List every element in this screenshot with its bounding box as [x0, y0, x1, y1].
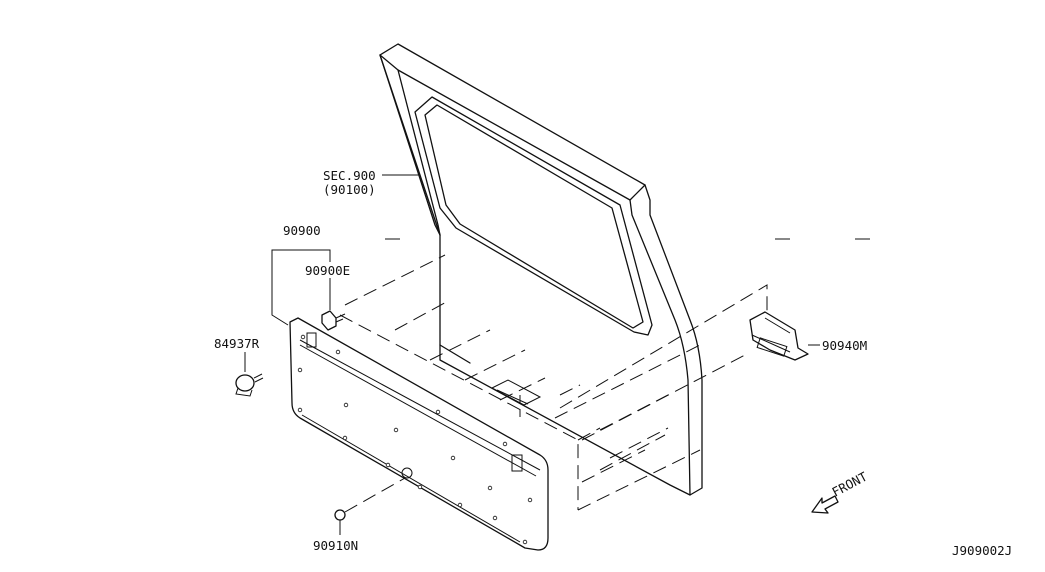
label-90940m: 90940M — [822, 338, 867, 353]
leader-lines — [244, 174, 820, 535]
plug-90910n — [334, 509, 346, 521]
plug-dash-link — [344, 477, 406, 513]
phantom-trim-outline — [339, 254, 768, 511]
fastener-84937r — [235, 373, 264, 397]
label-90900: 90900 — [283, 223, 321, 238]
front-arrow-icon — [811, 495, 839, 514]
label-sec900-line1: SEC.900 — [323, 168, 376, 183]
label-84937r: 84937R — [214, 336, 260, 351]
label-90900e: 90900E — [305, 263, 350, 278]
clip-90900e — [321, 310, 346, 331]
label-front: FRONT — [829, 469, 870, 500]
label-sec900-line2: (90100) — [323, 182, 376, 197]
trim-board — [289, 317, 549, 551]
bracket-90940m — [749, 311, 809, 361]
label-90910n: 90910N — [313, 538, 358, 553]
diagram-code: J909002J — [952, 543, 1012, 558]
back-door-panel — [379, 43, 703, 496]
